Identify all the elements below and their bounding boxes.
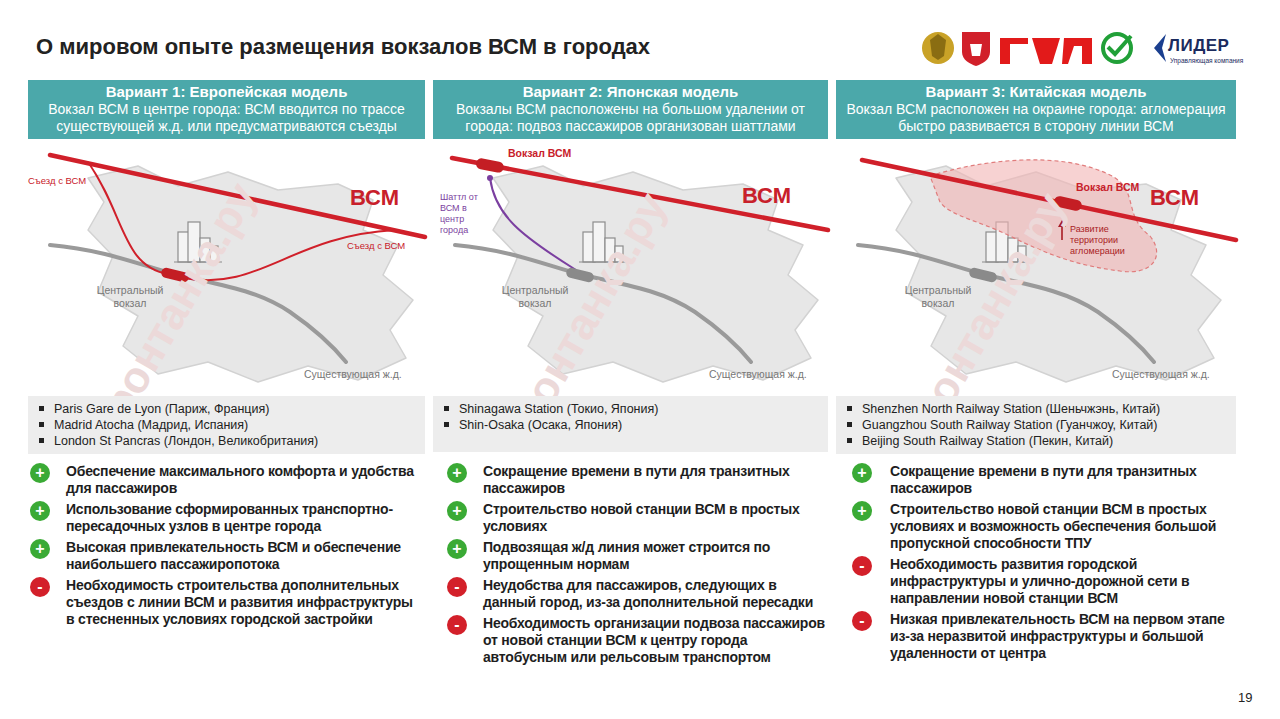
pro-con-icon: + [447, 463, 467, 483]
pro-con-icon: + [447, 539, 467, 559]
pro-con-text: Низкая привлекательность ВСМ на первом э… [890, 611, 1235, 662]
pro-con-text: Строительство новой станции ВСМ в просты… [483, 501, 825, 535]
example-station: Shinagawa Station (Токио, Япония) [459, 401, 820, 417]
pro-con-text: Высокая привлекательность ВСМ и обеспече… [66, 539, 420, 573]
hsr-label: ВСМ [1150, 186, 1199, 210]
pro-con-icon: + [852, 463, 872, 483]
exit-label: Съезд с ВСМ [28, 175, 86, 186]
example-station: Beijing South Railway Station (Пекин, Ки… [862, 433, 1228, 449]
example-station: Shenzhen North Railway Station (Шеньчжэн… [862, 401, 1228, 417]
variant-description: Вокзалы ВСМ расположены на большом удале… [441, 101, 820, 135]
hsr-label: ВСМ [350, 186, 399, 210]
variant-title: Вариант 1: Европейская модель [36, 83, 417, 101]
pro-con-icon: - [852, 556, 872, 576]
slide-title: О мировом опыте размещения вокзалов ВСМ … [36, 34, 650, 60]
station-label: Центральный вокзал [497, 284, 573, 310]
pro-con-icon: + [30, 539, 50, 559]
pro-con-text: Необходимость организации подвоза пассаж… [483, 615, 825, 666]
railway-label: Существующая ж.д. [1112, 368, 1210, 381]
railway-label: Существующая ж.д. [304, 368, 402, 381]
bullet-square [847, 438, 852, 443]
exit-label: Съезд с ВСМ [347, 240, 405, 251]
logo-subtext: Управляющая компания [1170, 57, 1243, 64]
pro-con-text: Подвозящая ж/д линия может строится по у… [483, 539, 825, 573]
pro-con-text: Сокращение времени в пути для транзитных… [483, 463, 825, 497]
variant-description: Вокзал ВСМ в центре города: ВСМ вводится… [36, 101, 417, 135]
variant-header: Вариант 2: Японская модельВокзалы ВСМ ра… [433, 80, 828, 139]
pro-con-text: Обеспечение максимального комфорта и удо… [66, 463, 420, 497]
hsr-station-label: Вокзал ВСМ [1076, 181, 1139, 193]
variant-header: Вариант 3: Китайская модельВокзал ВСМ ра… [836, 80, 1236, 139]
pro-con-text: Неудобства для пассажиров, следующих в д… [483, 577, 825, 611]
railway-label: Существующая ж.д. [709, 368, 807, 381]
development-label: Развитие территории агломерации [1070, 224, 1148, 257]
example-station: Paris Gare de Lyon (Париж, Франция) [54, 401, 417, 417]
bullet-square [39, 406, 44, 411]
pro-con-icon: - [852, 611, 872, 631]
pro-con-text: Необходимость развития городской инфраст… [890, 556, 1235, 607]
station-label: Центральный вокзал [900, 284, 976, 310]
page-number: 19 [1238, 690, 1252, 705]
bullet-square [39, 422, 44, 427]
pro-con-text: Строительство новой станции ВСМ в просты… [890, 501, 1235, 552]
pro-con-icon: + [447, 501, 467, 521]
pro-con-icon: + [852, 501, 872, 521]
examples-box: Shinagawa Station (Токио, Япония)Shin-Os… [433, 396, 828, 452]
pro-con-text: Использование сформированных транспортно… [66, 501, 420, 535]
bullet-square [39, 438, 44, 443]
pro-con-icon: - [447, 577, 467, 597]
example-station: Guangzhou South Railway Station (Гуанчжо… [862, 417, 1228, 433]
variant-header: Вариант 1: Европейская модельВокзал ВСМ … [28, 80, 425, 139]
examples-box: Shenzhen North Railway Station (Шеньчжэн… [836, 396, 1236, 454]
pro-con-text: Сокращение времени в пути для транзитных… [890, 463, 1235, 497]
variant-title: Вариант 2: Японская модель [441, 83, 820, 101]
example-station: Madrid Atocha (Мадрид, Испания) [54, 417, 417, 433]
bullet-square [847, 406, 852, 411]
pro-con-text: Необходимость строительства дополнительн… [66, 577, 420, 628]
pro-con-icon: - [447, 615, 467, 635]
bullet-square [444, 422, 449, 427]
variant-title: Вариант 3: Китайская модель [844, 83, 1228, 101]
station-label: Центральный вокзал [92, 284, 168, 310]
example-station: Shin-Osaka (Осака, Япония) [459, 417, 820, 433]
hsr-station-label: Вокзал ВСМ [508, 147, 571, 159]
bullet-square [847, 422, 852, 427]
variant-description: Вокзал ВСМ расположен на окраине города:… [844, 101, 1228, 135]
pro-con-icon: - [30, 577, 50, 597]
example-station: London St Pancras (Лондон, Великобритани… [54, 433, 417, 449]
hsr-label: ВСМ [742, 184, 791, 208]
bullet-square [444, 406, 449, 411]
pro-con-icon: + [30, 501, 50, 521]
pro-con-icon: + [30, 463, 50, 483]
logo-text: ЛИДЕР [1168, 36, 1229, 56]
examples-box: Paris Gare de Lyon (Париж, Франция)Madri… [28, 396, 425, 454]
shuttle-label: Шаттл от ВСМ в центр города [440, 192, 492, 236]
